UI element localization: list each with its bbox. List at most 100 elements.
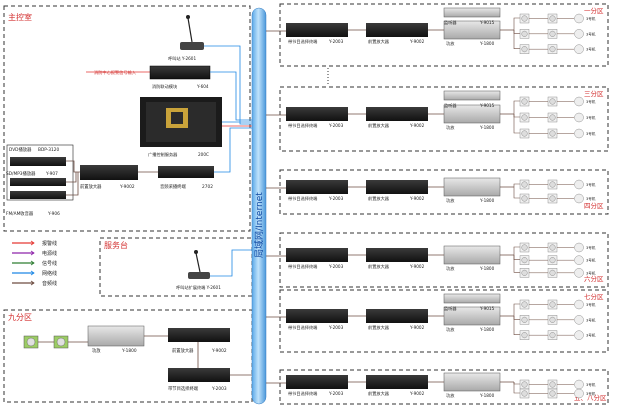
zone-wiring xyxy=(266,254,514,257)
speaker-label: 3号机 xyxy=(586,302,596,307)
zone-border xyxy=(279,369,609,405)
ceiling-speaker-icon xyxy=(574,112,584,123)
audio-collector-label: 音频采播终端 xyxy=(160,183,186,190)
ceiling-speaker-icon xyxy=(574,315,584,325)
speaker-icon xyxy=(547,128,558,139)
zone-amp-label: 功放 xyxy=(446,392,455,399)
zone-terminal-model: Y-2003 xyxy=(328,264,344,269)
speaker-label: 3号机 xyxy=(586,99,596,104)
zone-terminal-device xyxy=(286,309,348,323)
zone-monitor-label: 监听器 xyxy=(444,102,457,109)
speaker-wire xyxy=(513,303,520,316)
zone-terminal-label: 带节目选择终端 xyxy=(288,122,317,129)
speaker-wire xyxy=(513,382,520,394)
speaker-label: 3号机 xyxy=(586,333,596,338)
fire-module-label: 消防联动模块 xyxy=(152,83,178,90)
zone-wiring xyxy=(266,315,514,318)
zone-terminal-model: Y-2003 xyxy=(328,325,344,330)
zone-terminal-model: Y-2003 xyxy=(328,391,344,396)
speaker-icon xyxy=(547,242,558,253)
zone-terminal-device xyxy=(286,375,348,389)
speaker-label: 3号机 xyxy=(586,182,596,187)
speaker-icon xyxy=(519,193,530,204)
ceiling-speaker-icon xyxy=(574,242,584,253)
speaker-icon xyxy=(547,96,558,107)
zone-monitor-device xyxy=(443,90,501,101)
dvd-device xyxy=(10,157,66,166)
zone-preamp-label: 前置放大器 xyxy=(368,195,390,202)
arrow-icon xyxy=(30,280,35,286)
zone-preamp-label: 前置放大器 xyxy=(368,390,390,397)
main-room-wiring xyxy=(66,45,256,196)
ceiling-speaker-icon xyxy=(574,128,584,139)
main-room-panel: 主控室 呼叫站 Y-2601 消防中心报警信号输入 消防联动模块 Y-604 广… xyxy=(3,5,256,232)
zone-border xyxy=(279,232,609,288)
zone-border xyxy=(279,86,609,152)
speaker-icon xyxy=(53,335,69,349)
ceiling-speaker-icon xyxy=(574,330,584,340)
legend-item: 电源线 xyxy=(12,250,57,257)
speaker-icon xyxy=(519,299,530,310)
main-preamp-model: Y-9002 xyxy=(119,184,135,190)
zone-amp-label: 功放 xyxy=(446,124,455,131)
zone-amp-model: Y-1800 xyxy=(479,198,495,203)
ceiling-speaker-icon xyxy=(574,44,584,54)
speaker-label: 3号机 xyxy=(586,391,596,396)
speaker-icon xyxy=(519,13,530,24)
sources-group xyxy=(6,144,74,201)
zone-monitor-label: 监听器 xyxy=(444,305,457,312)
zone9-terminal-label: 带节目选择终端 xyxy=(168,385,199,392)
main-call-station-label: 呼叫站 Y-2601 xyxy=(168,55,196,62)
zone-terminal-device xyxy=(286,248,348,262)
zone-preamp-device xyxy=(366,375,428,389)
speaker-icon xyxy=(519,179,530,190)
zone-amp-device xyxy=(443,177,501,197)
legend-label: 电源线 xyxy=(42,250,57,257)
zone-title: 七分区 xyxy=(584,292,604,301)
speaker-wire xyxy=(513,17,520,30)
zone9-wiring xyxy=(144,335,256,376)
zone-terminal-device xyxy=(286,107,348,121)
speaker-wire xyxy=(513,187,520,199)
microphone-icon xyxy=(188,250,210,279)
zone-terminal-label: 带节目选择终端 xyxy=(288,263,317,270)
fm-model: Y-906 xyxy=(47,211,60,217)
zone-amp-model: Y-1800 xyxy=(479,393,495,398)
zone-preamp-model: Y-9002 xyxy=(409,196,425,201)
speaker-icon xyxy=(547,379,558,390)
speaker-wire xyxy=(513,316,520,335)
zone-title: 四分区 xyxy=(584,201,604,210)
zone-preamp-label: 前置放大器 xyxy=(368,38,390,45)
zone-preamp-device xyxy=(366,23,428,37)
ceiling-speaker-icon xyxy=(574,179,584,190)
fire-module-model: Y-604 xyxy=(196,84,209,89)
zone-preamp-device xyxy=(366,107,428,121)
speaker-wire xyxy=(513,255,520,260)
zone-preamp-model: Y-9002 xyxy=(409,39,425,44)
speaker-label: 3号机 xyxy=(586,16,596,21)
speaker-icon xyxy=(519,242,530,253)
zone-monitor-model: Y-9015 xyxy=(479,103,495,108)
microphone-icon xyxy=(180,15,204,50)
zone-preamp-label: 前置放大器 xyxy=(368,122,390,129)
speaker-wire xyxy=(513,100,520,114)
dvd-label: DVD播放器 xyxy=(9,146,32,153)
speaker-icon xyxy=(547,388,558,399)
speaker-wire xyxy=(513,30,520,49)
zone-terminal-model: Y-2003 xyxy=(328,196,344,201)
zone-amp-model: Y-1800 xyxy=(479,125,495,130)
ceiling-speaker-icon xyxy=(574,255,584,265)
speaker-icon xyxy=(519,44,530,54)
zone-terminal-label: 带节目选择终端 xyxy=(288,38,317,45)
arrow-icon xyxy=(30,250,35,256)
service-call-station-label: 呼叫站扩展终端 Y-2601 xyxy=(176,284,221,291)
ceiling-speaker-icon xyxy=(574,96,584,107)
zone-amp-label: 功放 xyxy=(446,326,455,333)
zone-border xyxy=(279,169,609,215)
zone-preamp-device xyxy=(366,248,428,262)
zone9-amp-model: Y-1800 xyxy=(121,348,137,354)
zone-wiring xyxy=(266,186,514,189)
speaker-wire xyxy=(513,255,520,273)
service-desk-panel: 服务台 呼叫站扩展终端 Y-2601 xyxy=(99,237,256,297)
